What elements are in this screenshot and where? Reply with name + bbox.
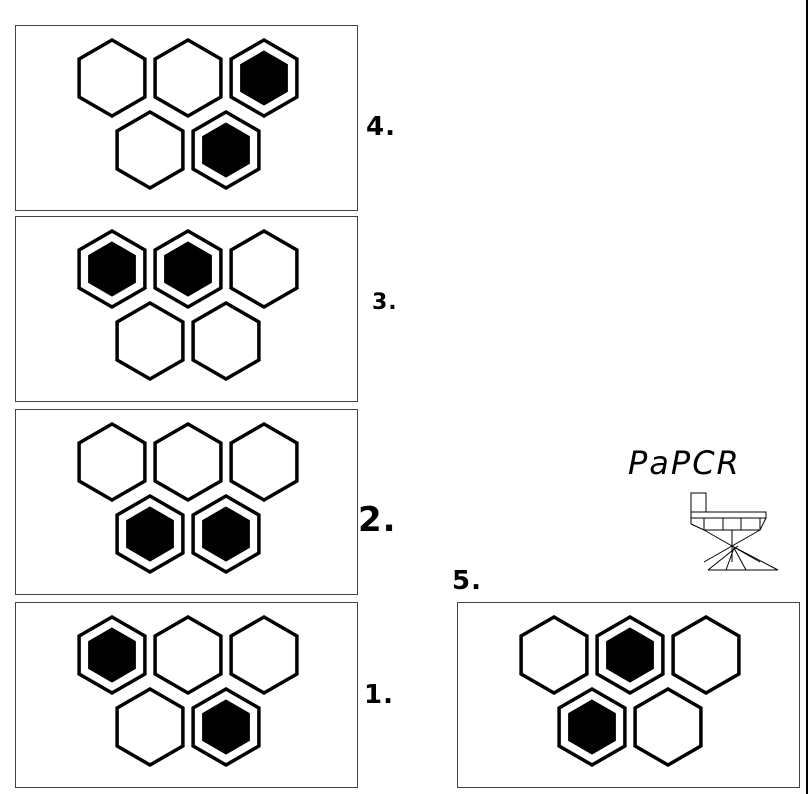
hex-cell-empty [77,421,147,503]
hex-cell-empty [115,686,185,768]
hex-cell-filled [595,614,665,696]
hex-cell-filled [191,493,261,575]
label-1: 1. [364,680,394,710]
label-5: 5. [452,566,482,596]
hex-cell-empty [153,421,223,503]
panel-2[interactable] [15,409,358,595]
hex-grid [77,37,299,191]
hex-grid [519,614,741,768]
hex-cell-empty [115,109,185,191]
hex-cell-empty [153,37,223,119]
hex-grid [77,421,299,575]
hex-cell-empty [77,37,147,119]
hex-cell-filled [229,37,299,119]
hex-cell-empty [519,614,589,696]
hex-cell-empty [671,614,741,696]
paper-label: PaPCR [628,444,741,482]
hex-cell-empty [633,686,703,768]
panel-4[interactable] [15,25,358,211]
label-4: 4. [366,112,396,142]
panel-1[interactable] [15,602,358,788]
hex-cell-filled [557,686,627,768]
panel-3[interactable] [15,216,358,402]
hex-cell-filled [153,228,223,310]
hex-cell-filled [191,686,261,768]
hex-cell-empty [153,614,223,696]
hex-cell-filled [77,614,147,696]
hex-cell-empty [191,300,261,382]
hex-grid [77,614,299,768]
hex-cell-empty [229,228,299,310]
panel-5[interactable] [457,602,800,788]
hex-cell-filled [115,493,185,575]
paper-sketch-icon [690,492,779,571]
hex-cell-empty [115,300,185,382]
hex-cell-filled [191,109,261,191]
window-right-border [806,0,808,794]
hex-cell-filled [77,228,147,310]
label-3: 3. [372,290,398,315]
label-2: 2. [358,500,397,540]
hex-grid [77,228,299,382]
hex-cell-empty [229,614,299,696]
hex-cell-empty [229,421,299,503]
